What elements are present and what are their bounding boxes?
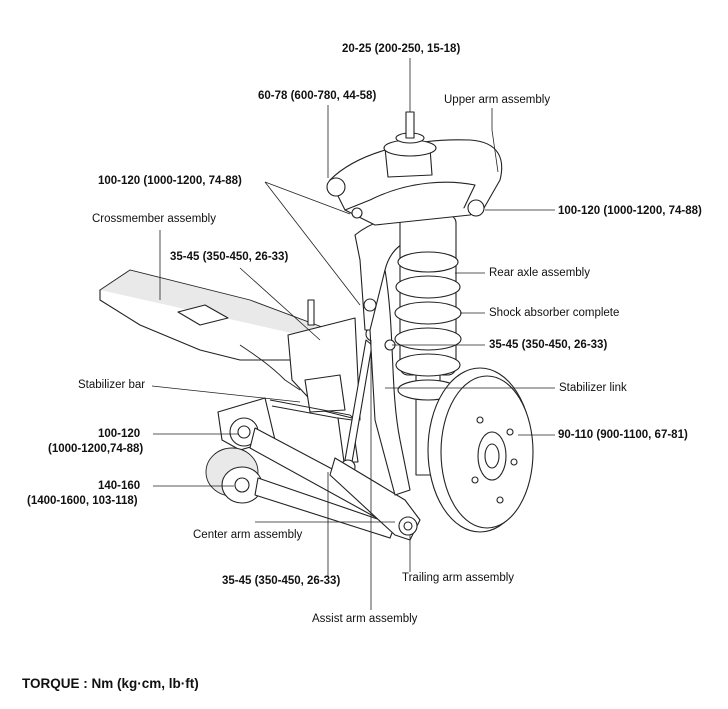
torque-upper-arm-right: 100-120 (1000-1200, 74-88) (558, 205, 702, 217)
label-stabilizer-bar: Stabilizer bar (78, 379, 146, 391)
brake-drum-drawing (427, 367, 534, 533)
upper-arm-drawing (326, 111, 503, 226)
torque-upper-arm-left: 100-120 (1000-1200, 74-88) (98, 175, 242, 187)
torque-crossmember-bolt: 35-45 (350-450, 26-33) (170, 251, 289, 263)
label-trailing-arm-assembly: Trailing arm assembly (402, 572, 515, 584)
torque-center-arm-top-line1: 100-120 (98, 428, 141, 440)
leader-lines (151, 58, 555, 610)
label-rear-axle-assembly: Rear axle assembly (489, 267, 590, 279)
torque-units-legend: TORQUE : Nm (kg·cm, lb·ft) (22, 676, 199, 691)
torque-top-nut: 20-25 (200-250, 15-18) (342, 43, 461, 55)
label-upper-arm-assembly: Upper arm assembly (444, 94, 551, 106)
label-center-arm-assembly: Center arm assembly (193, 529, 303, 541)
label-shock-absorber-complete: Shock absorber complete (489, 307, 620, 319)
spring-shock-drawing (394, 214, 462, 476)
crossmember-bolts (307, 207, 396, 351)
torque-center-arm-top-line2: (1000-1200,74-88) (48, 443, 144, 455)
crossmember-drawing (99, 269, 361, 421)
torque-upper-arm-pivot: 60-78 (600-780, 44-58) (258, 90, 377, 102)
torque-center-arm-bush-line2: (1400-1600, 103-118) (27, 495, 138, 507)
label-stabilizer-link: Stabilizer link (559, 382, 627, 394)
label-assist-arm-assembly: Assist arm assembly (312, 613, 418, 625)
label-crossmember-assembly: Crossmember assembly (92, 213, 216, 225)
torque-wheel-hub: 90-110 (900-1100, 67-81) (558, 429, 688, 441)
torque-stabilizer-link-upper: 35-45 (350-450, 26-33) (489, 339, 608, 351)
center-arm-drawing (205, 397, 411, 539)
torque-stabilizer-link-lower: 35-45 (350-450, 26-33) (222, 575, 341, 587)
torque-center-arm-bush-line1: 140-160 (98, 480, 141, 492)
trailing-arm-drawing (329, 214, 441, 541)
